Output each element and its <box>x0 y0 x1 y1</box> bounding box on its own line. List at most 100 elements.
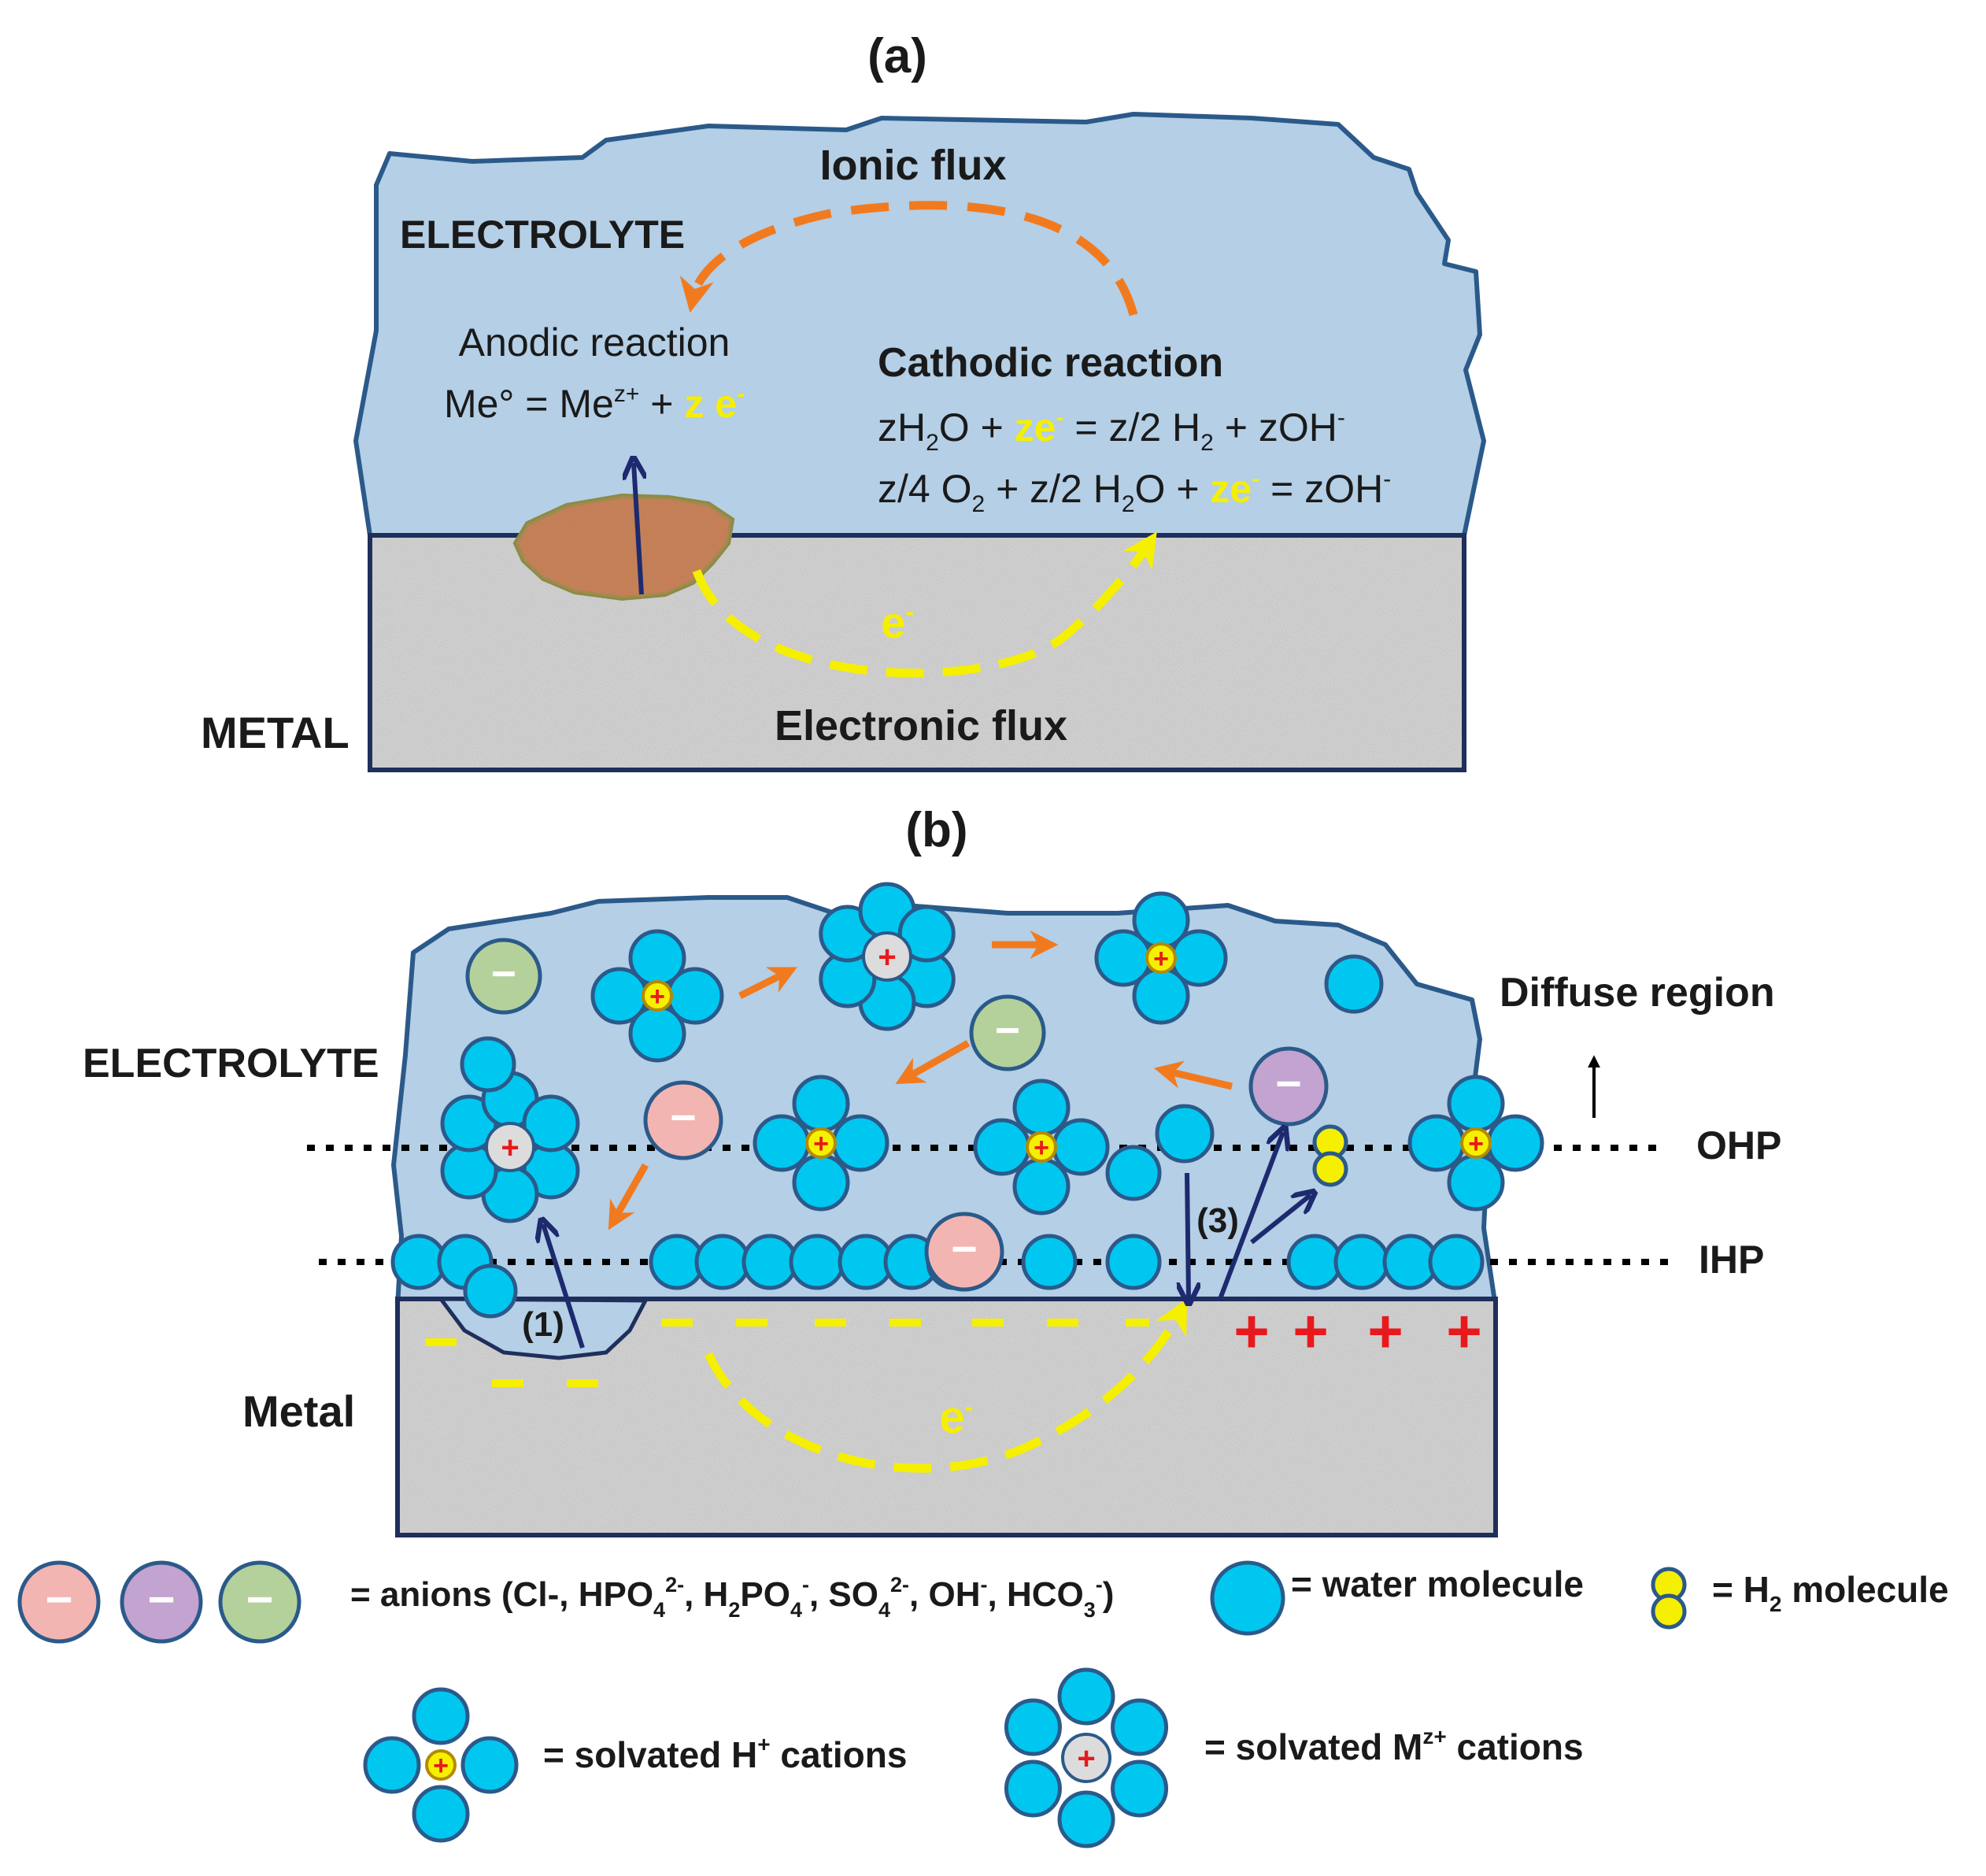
water-molecule <box>390 1234 447 1290</box>
adsorption-arrow <box>1187 1172 1189 1299</box>
hydrogen-ion <box>642 980 673 1012</box>
step-3-label: (3) <box>1196 1201 1239 1240</box>
anion-minus-sign: − <box>951 1224 978 1275</box>
water-molecule <box>1210 1560 1285 1636</box>
water-molecule <box>1155 1104 1215 1164</box>
particle-layer: +++++++−−−−− <box>390 882 1544 1319</box>
water-molecule <box>412 1785 470 1843</box>
anion-minus-sign: − <box>491 949 516 997</box>
metal-ion-plus-sign: + <box>501 1130 519 1165</box>
water-molecule <box>1407 1114 1466 1172</box>
hydrogen-ion-plus-sign: + <box>1034 1133 1049 1163</box>
anion <box>17 1560 101 1644</box>
water-molecule <box>1004 1698 1062 1756</box>
ion-migration-arrows <box>608 931 1233 1230</box>
legend-m-cation-label: = solvated Mz+ cations <box>1204 1724 1584 1767</box>
ion-arrow-1 <box>738 967 797 1000</box>
hydrogen-ion <box>1026 1131 1057 1163</box>
surface-plus-sign: + <box>1233 1296 1270 1365</box>
ion-arrow-4 <box>1153 1060 1233 1090</box>
ihp-label: IHP <box>1699 1238 1764 1282</box>
panel-b-label: (b) <box>905 803 967 857</box>
water-molecule <box>897 905 956 963</box>
legend: − − − + + = anions (Cl-, HPO42-, H2PO4-, SO4… <box>17 1560 1949 1848</box>
water-molecule <box>1333 1234 1390 1290</box>
legend-h2-label: = H2 molecule <box>1712 1569 1949 1616</box>
legend-water-label: = water molecule <box>1291 1563 1584 1604</box>
anion-minus-sign: − <box>147 1573 175 1626</box>
electrolyte-label-b: ELECTROLYTE <box>83 1041 379 1086</box>
surface-plus-sign: + <box>1446 1296 1482 1365</box>
cathodic-title: Cathodic reaction <box>878 340 1223 386</box>
anion-minus-sign: − <box>995 1005 1020 1054</box>
electronic-flux-label: Electronic flux <box>775 702 1067 749</box>
hydrogen-ion-plus-sign: + <box>813 1129 829 1159</box>
anion <box>643 1080 723 1160</box>
water-molecule <box>460 1736 519 1794</box>
water-molecule <box>1111 1759 1169 1818</box>
water-molecule <box>522 1094 580 1153</box>
water-molecule <box>831 1114 889 1172</box>
surface-plus-sign: + <box>1367 1296 1404 1365</box>
anion <box>120 1560 203 1644</box>
water-molecule <box>753 1114 811 1172</box>
hydrogen-ion <box>1460 1127 1492 1159</box>
anodic-title: Anodic reaction <box>459 320 730 364</box>
ohp-label: OHP <box>1696 1123 1781 1167</box>
metal-electron-dashes <box>425 1319 1149 1387</box>
water-molecule <box>1111 1698 1169 1756</box>
anion-minus-sign: − <box>45 1573 72 1626</box>
water-molecule <box>1012 1157 1071 1216</box>
water-molecule <box>1447 1075 1505 1133</box>
metal-ion <box>1061 1733 1111 1783</box>
metal-ion <box>485 1122 535 1172</box>
water-molecule <box>1324 954 1384 1014</box>
legend-symbols: − − − + + <box>17 1560 1687 1848</box>
water-molecule <box>1021 1234 1078 1290</box>
panel-b: (b) e- ++++ +++++++−−−−− <box>83 803 1781 1537</box>
anion-minus-sign: − <box>670 1093 697 1143</box>
anion-minus-sign: − <box>1275 1059 1302 1109</box>
legend-h-cation-label: = solvated H+ cations <box>543 1732 907 1775</box>
anion <box>465 938 542 1015</box>
diffuse-region-label: Diffuse region <box>1500 970 1775 1016</box>
h2-release-arrow <box>1250 1195 1311 1245</box>
electron-label-b: e- <box>940 1392 974 1443</box>
water-molecule <box>1012 1079 1071 1137</box>
legend-anions-label: = anions (Cl-, HPO42-, H2PO4-, SO42-, OH… <box>350 1573 1114 1622</box>
water-molecule <box>1004 1759 1062 1818</box>
water-molecule <box>742 1234 798 1290</box>
hydrogen-ion-plus-sign: + <box>1468 1129 1484 1159</box>
water-molecule <box>1132 967 1190 1025</box>
hydrogen-ion <box>425 1749 457 1781</box>
water-molecule <box>1057 1667 1115 1726</box>
anion <box>969 994 1046 1071</box>
anion-minus-sign: − <box>246 1573 273 1626</box>
water-molecule <box>973 1118 1031 1176</box>
water-molecule <box>1286 1234 1343 1290</box>
metal-label-b: Metal <box>242 1386 355 1436</box>
water-molecule <box>1057 1790 1115 1848</box>
surface-plus-sign: + <box>1293 1296 1329 1365</box>
anion <box>218 1560 301 1644</box>
metal-ion <box>862 931 912 982</box>
corrosion-texture-a <box>516 496 732 598</box>
electrolyte-region-a <box>353 112 1486 538</box>
ion-arrow-5 <box>608 1163 649 1230</box>
surface-positive-charges: + + + + <box>1233 1296 1482 1365</box>
cathodic-equation-1: zH2O + ze- = z/2 H2 + zOH- <box>878 405 1345 456</box>
anion <box>924 1212 1004 1292</box>
metal-ion-plus-sign: + <box>1077 1741 1095 1776</box>
panel-a-label: (a) <box>867 29 927 83</box>
water-molecule <box>1105 1234 1162 1290</box>
electrolyte-label-a: ELECTROLYTE <box>400 213 685 257</box>
h2-atom <box>1651 1593 1687 1630</box>
hydrogen-ion-plus-sign: + <box>1153 944 1169 974</box>
hydrogen-ion-plus-sign: + <box>433 1751 449 1781</box>
electron-label-a: e- <box>881 598 914 647</box>
cathodic-equation-2: z/4 O2 + z/2 H2O + ze- = zOH- <box>878 466 1391 517</box>
hydrogen-ion <box>1145 942 1177 974</box>
dissolution-arrow <box>543 1224 585 1349</box>
water-molecule <box>628 1005 686 1063</box>
